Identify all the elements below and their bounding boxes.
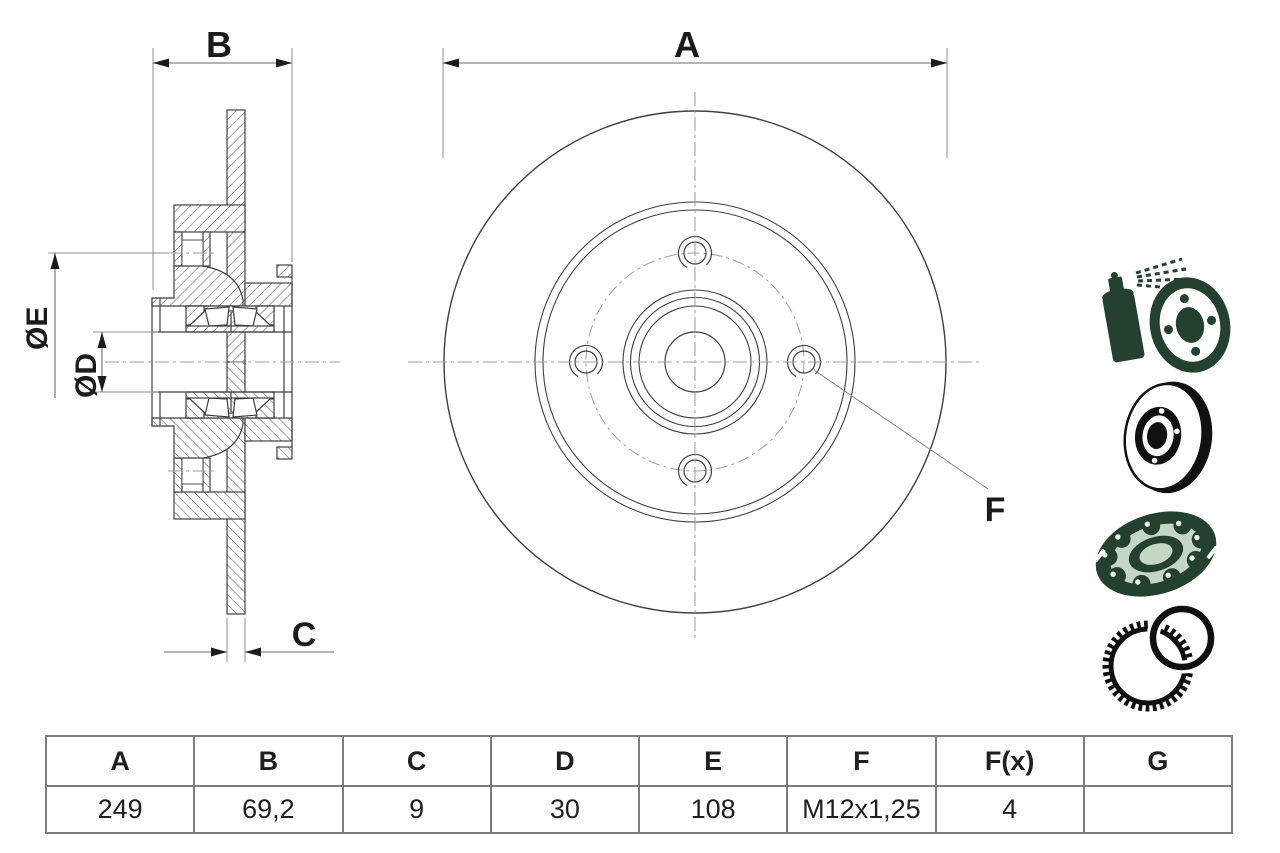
table-header-cell: A [44,735,196,787]
dim-c-label: C [292,616,317,654]
section-wheel-flange [173,204,246,233]
spray-coated-disc-icon [1102,257,1231,373]
table-value-cell: 249 [44,785,196,834]
dim-a-label: A [674,24,700,65]
abs-plain-ring [1149,605,1215,671]
table-header-cell: C [341,735,492,787]
table-header-cell: G [1082,735,1234,787]
coated-disc [1149,277,1231,373]
table-header-cell: F(x) [934,735,1085,787]
dim-b-label: B [206,24,232,65]
table-value-row: 249 69,2 9 30 108 M12x1,25 4 [44,785,1234,834]
table-header-cell: F [786,735,937,787]
front-view-centerlines [408,92,982,640]
table-value-cell: M12x1,25 [786,785,937,834]
product-feature-icons [1080,250,1240,720]
spray-can [1102,271,1145,363]
section-centerlines [105,252,340,472]
dimension-dia-e: ØE [21,252,168,398]
table-value-cell: 4 [934,785,1085,834]
table-header-row: A B C D E F F(x) G [44,735,1234,787]
wheel-bearing-icon [1093,511,1219,597]
dim-dia-d-label: ØD [70,353,103,398]
table-value-cell [1082,785,1234,834]
table-header-cell: D [489,735,641,787]
section-bearing-roller [204,306,230,327]
dimension-dia-d: ØD [70,331,158,398]
table-header-cell: B [193,735,344,787]
table-value-cell: 108 [637,785,789,834]
callout-f-label: F [985,491,1006,529]
brake-disc-icon [1123,381,1213,494]
dimension-c: C [164,616,334,662]
dimension-table: A B C D E F F(x) G 249 69,2 9 30 108 M12… [44,735,1234,834]
dimension-a: A [442,24,948,158]
dimension-b: B [152,24,293,290]
dim-dia-e-label: ØE [21,307,54,350]
section-bearing-roller [232,306,258,327]
table-value-cell: 9 [341,785,492,834]
table-value-cell: 30 [489,785,641,834]
callout-f: F [813,369,1006,529]
table-value-cell: 69,2 [193,785,344,834]
table-header-cell: E [637,735,789,787]
abs-sensor-ring-icon [1102,602,1218,712]
